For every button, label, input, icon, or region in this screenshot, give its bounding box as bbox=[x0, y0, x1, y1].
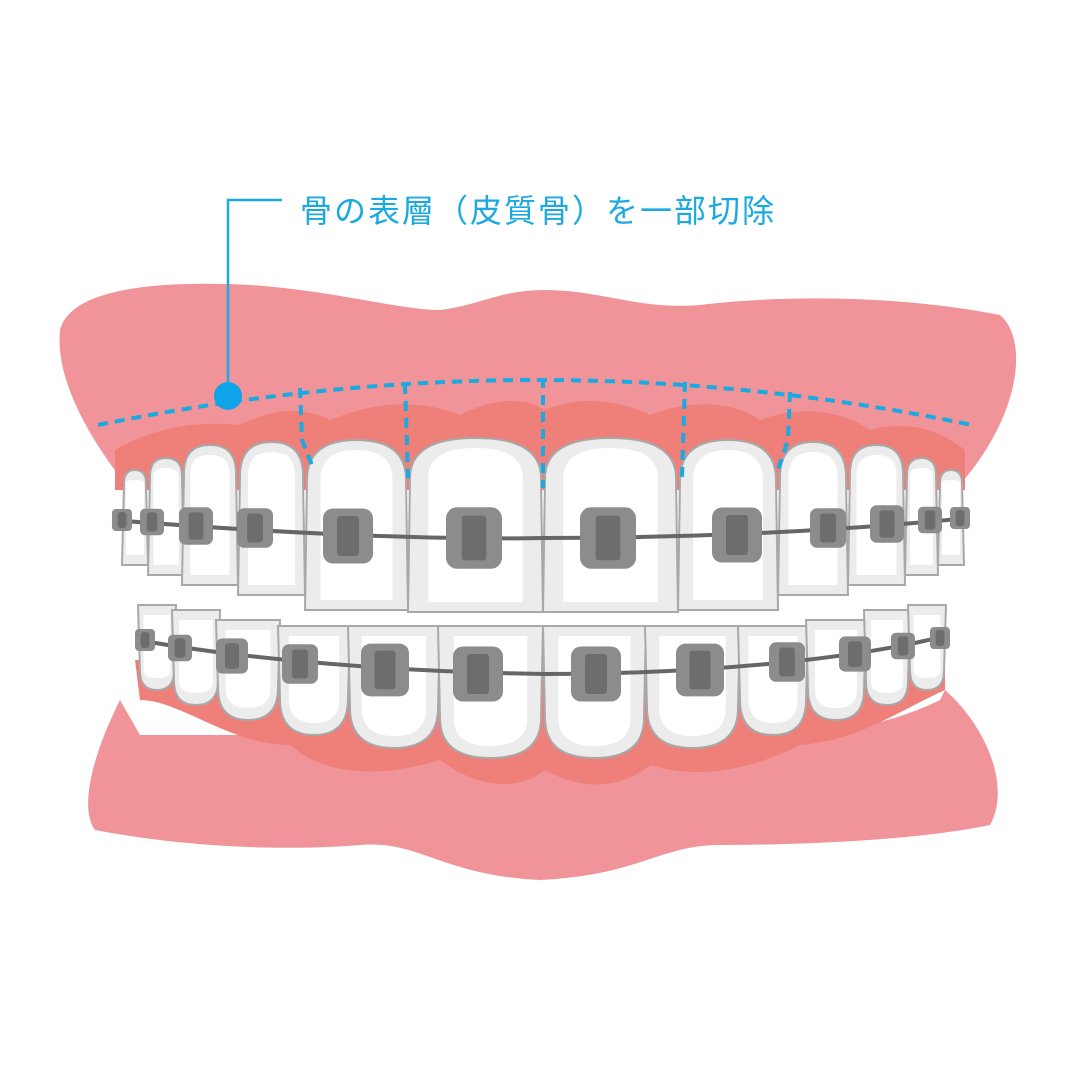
bracket-slot bbox=[955, 510, 965, 526]
bracket-slot bbox=[174, 638, 186, 658]
bracket-slot bbox=[224, 643, 240, 669]
bracket-slot bbox=[779, 647, 795, 677]
bracket-slot bbox=[467, 654, 489, 694]
bracket-slot bbox=[726, 515, 748, 555]
bracket-slot bbox=[847, 641, 863, 667]
bracket-slot bbox=[897, 636, 909, 656]
bracket-slot bbox=[247, 513, 263, 543]
marker-dot bbox=[214, 382, 242, 410]
bracket-slot bbox=[292, 649, 308, 679]
bracket-slot bbox=[188, 512, 204, 540]
leader-line bbox=[226, 198, 282, 396]
bracket-slot bbox=[689, 650, 711, 690]
bracket-slot bbox=[924, 510, 936, 530]
tooth-highlight bbox=[125, 480, 145, 555]
bracket-slot bbox=[935, 630, 945, 646]
upper-archwire bbox=[111, 516, 969, 541]
bracket-slot bbox=[461, 515, 487, 561]
brackets bbox=[112, 505, 970, 702]
bracket-slot bbox=[337, 516, 359, 556]
tooth-highlight bbox=[153, 468, 179, 565]
bracket-slot bbox=[585, 654, 607, 694]
annotation-label: 骨の表層（皮質骨）を一部切除 bbox=[300, 192, 777, 230]
bracket-slot bbox=[117, 512, 127, 528]
bracket-slot bbox=[146, 512, 158, 532]
bracket-slot bbox=[820, 513, 836, 543]
bracket-slot bbox=[374, 650, 396, 690]
bone-resection-outline bbox=[97, 378, 973, 488]
bracket-slot bbox=[879, 510, 895, 538]
bracket-slot bbox=[595, 515, 621, 561]
bracket-slot bbox=[140, 632, 150, 648]
